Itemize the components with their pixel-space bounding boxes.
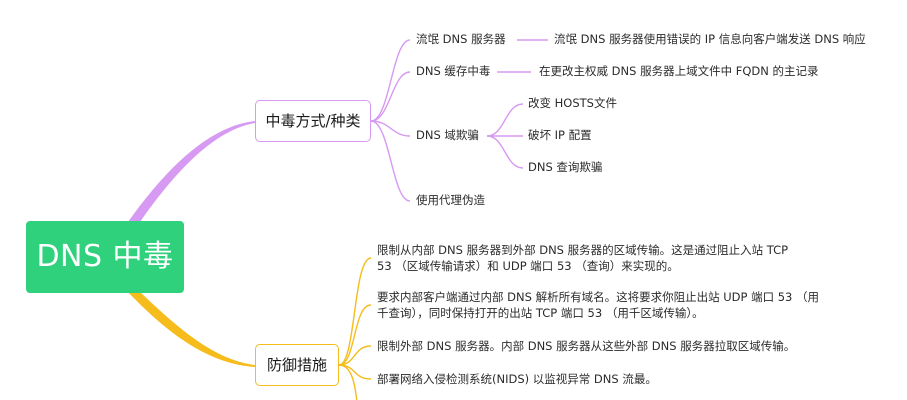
- defense-item-2[interactable]: 要求内部客户端通过内部 DNS 解析所有域名。这将要求你阻止出站 UDP 端口 …: [377, 289, 819, 321]
- defense-connector-2: [338, 304, 372, 366]
- defense-item-3-line-1: 限制外部 DNS 服务器。内部 DNS 服务器从这些外部 DNS 服务器拉取区域…: [377, 339, 796, 353]
- defense-connector-1: [338, 257, 372, 366]
- methods-connector-3: [370, 120, 411, 137]
- methods-connector-2: [370, 71, 411, 122]
- defense-item-1-line-1: 限制从内部 DNS 服务器到外部 DNS 服务器的区域传输。这是通过阻止入站 T…: [377, 243, 789, 257]
- defense-item-4[interactable]: 部署网络入侵检测系统(NIDS) 以监视异常 DNS 流最。: [377, 371, 657, 387]
- method-cache-poison-label[interactable]: DNS 缓存中毒: [416, 64, 491, 78]
- method-cache-poison-detail[interactable]: 在更改主权威 DNS 服务器上域文件中 FQDN 的主记录: [539, 64, 819, 78]
- spoof-connector-1: [486, 103, 524, 137]
- root-node[interactable]: DNS 中毒: [26, 221, 184, 293]
- defense-item-1-line-2: 53 （区域传输请求）和 UDP 端口 53 （查询）来实现的。: [377, 259, 679, 273]
- spoof-sub-query[interactable]: DNS 查询欺骗: [528, 160, 603, 174]
- defense-item-3[interactable]: 限制外部 DNS 服务器。内部 DNS 服务器从这些外部 DNS 服务器拉取区域…: [377, 338, 795, 354]
- defense-connector-3: [338, 345, 372, 366]
- defense-connector-5: [338, 364, 358, 400]
- method-rogue-dns-detail[interactable]: 流氓 DNS 服务器使用错误的 IP 信息向客户端发送 DNS 响应: [554, 32, 866, 46]
- spoof-connector-3: [486, 135, 524, 169]
- methods-branch-node[interactable]: 中毒方式/种类: [255, 100, 371, 142]
- methods-connector-4: [370, 120, 411, 202]
- method-domain-spoof-label[interactable]: DNS 域欺骗: [416, 128, 479, 142]
- methods-connector-1: [370, 39, 411, 122]
- defense-item-2-line-2: 千查询），同时保持打开的出站 TCP 端口 53 （用千区域传输）。: [377, 306, 704, 320]
- spoof-sub-hosts[interactable]: 改变 HOSTS文件: [528, 96, 617, 110]
- defense-item-4-line-1: 部署网络入侵检测系统(NIDS) 以监视异常 DNS 流最。: [377, 372, 657, 386]
- defense-item-1[interactable]: 限制从内部 DNS 服务器到外部 DNS 服务器的区域传输。这是通过阻止入站 T…: [377, 242, 788, 274]
- method-rogue-dns-label[interactable]: 流氓 DNS 服务器: [416, 32, 506, 46]
- defense-item-2-line-1: 要求内部客户端通过内部 DNS 解析所有域名。这将要求你阻止出站 UDP 端口 …: [377, 290, 820, 304]
- root-to-defense-connector: [128, 292, 255, 367]
- defense-branch-node[interactable]: 防御措施: [255, 344, 339, 386]
- root-to-methods-connector: [128, 121, 255, 222]
- method-proxy-label[interactable]: 使用代理伪造: [416, 193, 485, 207]
- spoof-sub-ip[interactable]: 破坏 IP 配置: [528, 128, 592, 142]
- defense-connector-4: [338, 364, 372, 380]
